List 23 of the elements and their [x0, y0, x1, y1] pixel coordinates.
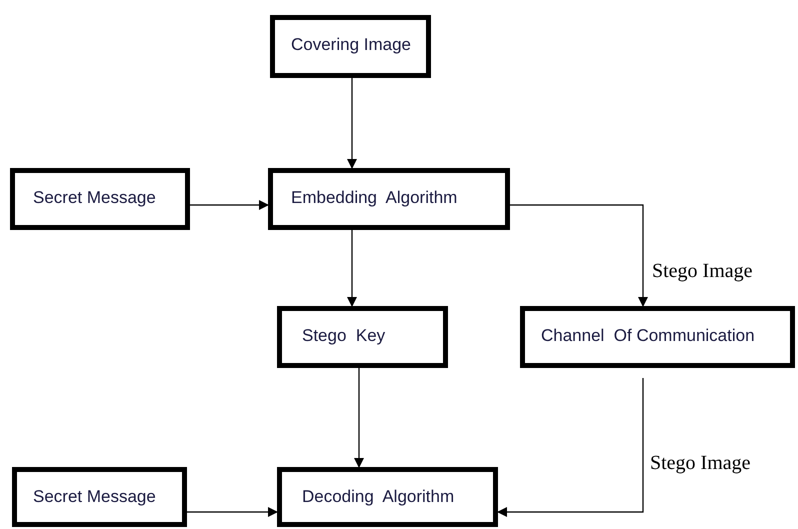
process-box: [277, 306, 448, 368]
arrow: [347, 78, 357, 169]
arrow: [347, 230, 357, 307]
process-box: [10, 168, 190, 230]
box-label: Stego Key: [302, 325, 386, 346]
process-box: [520, 306, 795, 368]
process-box: [277, 467, 498, 527]
box-label: Decoding Algorithm: [302, 486, 456, 508]
box-label: Secret Message: [33, 187, 157, 208]
process-box: [268, 168, 510, 230]
edge-label: Stego Image: [650, 451, 751, 476]
arrow: [354, 368, 364, 468]
arrow: [187, 507, 278, 517]
process-box: [12, 467, 187, 527]
arrow: [497, 378, 644, 517]
process-box: [270, 15, 431, 78]
box-label: Channel Of Communication: [541, 325, 756, 346]
arrow: [190, 200, 269, 210]
box-label: Covering Image: [291, 34, 412, 56]
arrow: [510, 204, 648, 307]
box-label: Secret Message: [33, 486, 157, 508]
edge-label: Stego Image: [652, 259, 753, 284]
box-label: Embedding Algorithm: [291, 187, 458, 208]
